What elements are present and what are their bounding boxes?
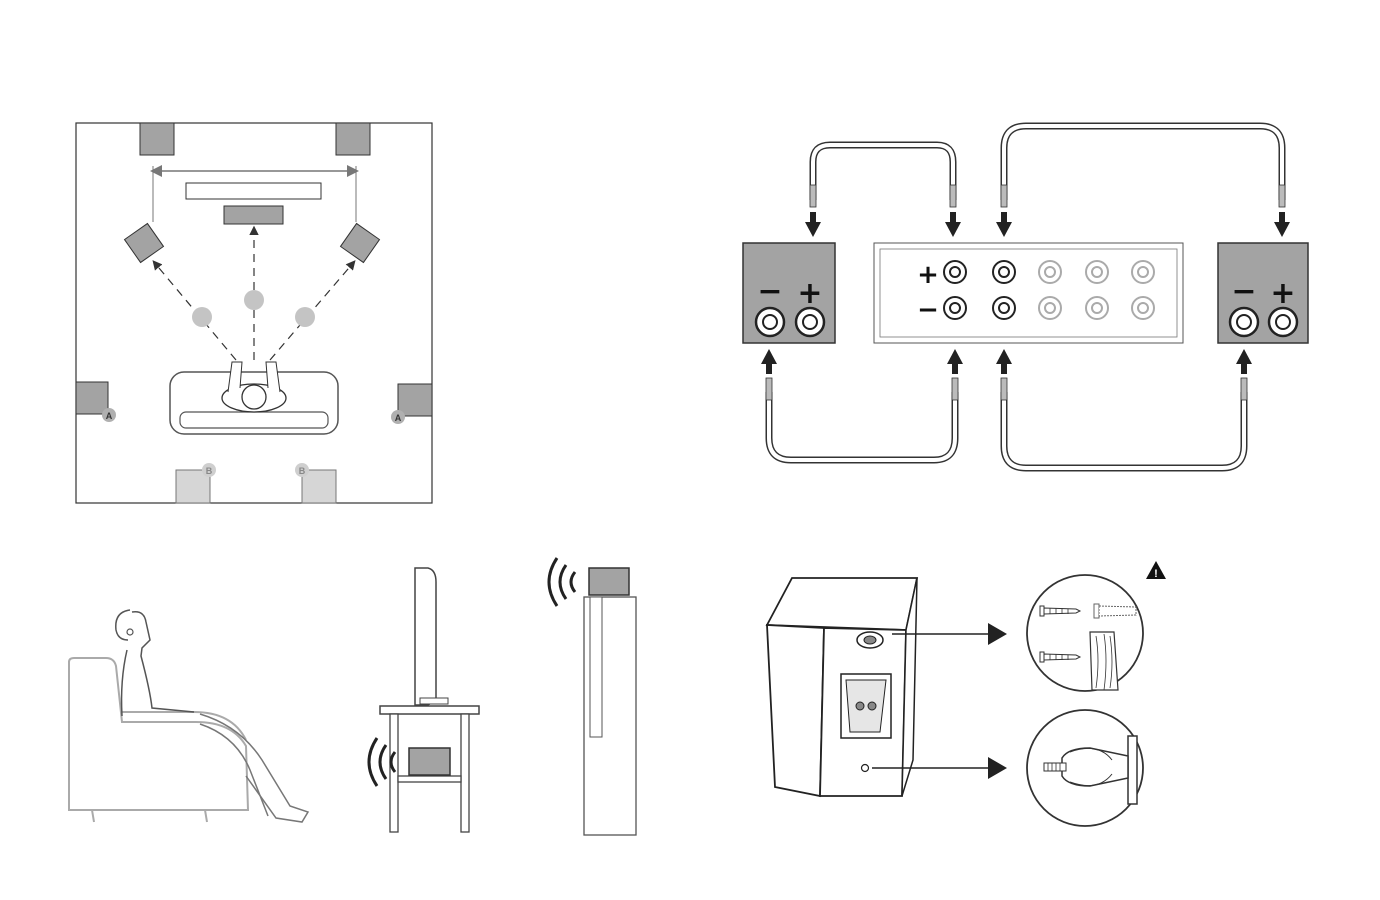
seated-listener-illustration <box>69 610 308 822</box>
height-speaker-icon <box>589 568 629 595</box>
front-left-speaker-icon <box>140 123 174 155</box>
warning-symbol: ! <box>1154 568 1158 580</box>
tower-speaker-illustration <box>549 558 636 835</box>
right-plus-label: + <box>1270 276 1295 311</box>
screw-detail-circle <box>1027 575 1143 691</box>
front-right-speaker-icon <box>336 123 370 155</box>
tv-stand-illustration <box>369 568 479 832</box>
right-speaker-terminal-icon: − + <box>1218 243 1308 343</box>
left-minus-label: − <box>757 274 782 309</box>
left-speaker-terminal-icon: − + <box>743 243 835 343</box>
receiver-terminal-panel: + − <box>874 243 1183 343</box>
tv-screen-icon <box>186 183 321 199</box>
wiring-diagram: − + + − <box>743 126 1308 468</box>
receiver-plus-label: + <box>917 260 939 290</box>
rear-right-speaker-icon <box>302 470 336 503</box>
wall-mount-diagram: ! <box>767 561 1166 826</box>
left-plus-label: + <box>797 276 822 311</box>
side-right-speaker-icon <box>398 384 432 416</box>
receiver-minus-label: − <box>917 295 939 325</box>
room-layout-diagram: A A B B <box>76 123 432 503</box>
rear-marker-left: B <box>206 466 213 476</box>
side-left-speaker-icon <box>76 382 108 414</box>
side-marker-right: A <box>395 413 402 423</box>
right-angled-speaker-icon <box>341 224 380 263</box>
sound-wave-icon <box>549 558 575 606</box>
keyhole-slot-icon <box>857 632 883 648</box>
side-marker-left: A <box>106 411 113 421</box>
sofa-top-view-icon <box>170 362 338 434</box>
center-speaker-on-shelf-icon <box>409 748 450 775</box>
center-speaker-icon <box>224 206 283 224</box>
warning-icon: ! <box>1146 561 1166 580</box>
rear-marker-right: B <box>299 466 306 476</box>
right-minus-label: − <box>1231 274 1256 309</box>
left-angled-speaker-icon <box>125 224 164 263</box>
anchor-detail-circle <box>1027 710 1143 826</box>
